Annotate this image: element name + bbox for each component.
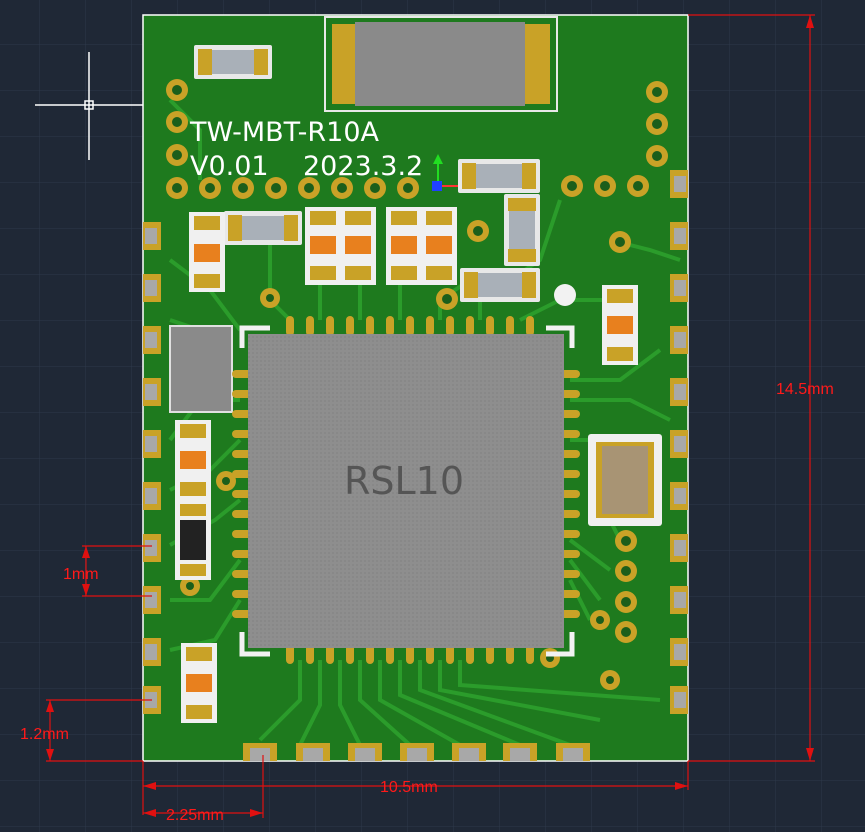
dimension-pad-offset-label: 2.25mm: [166, 807, 224, 824]
crosshair-cursor-icon: [35, 52, 143, 160]
axis-origin-icon: [432, 154, 458, 191]
board-name-label: TW-MBT-R10A: [189, 117, 380, 148]
smd-resistor-lower[interactable]: [460, 268, 540, 302]
chip-pins: [232, 316, 580, 664]
dimension-height: [688, 14, 815, 762]
dimension-edge-offset: [46, 699, 152, 762]
inductor-component[interactable]: [324, 16, 558, 112]
fiducial-mark: [554, 284, 576, 306]
dimension-edge-offset-label: 1.2mm: [20, 726, 69, 743]
dimension-height-label: 14.5mm: [776, 381, 834, 398]
smd-resistor-mid[interactable]: [224, 211, 302, 245]
capacitor-array[interactable]: [175, 207, 638, 723]
chip-corner-marks: [239, 325, 575, 657]
crystal-component[interactable]: [588, 434, 662, 526]
dimension-pitch-label: 1mm: [63, 566, 99, 583]
diode-component[interactable]: [175, 500, 211, 580]
smd-resistor-top[interactable]: [194, 45, 272, 79]
smd-resistor-vertical[interactable]: [504, 194, 540, 266]
board-version-label: V0.01: [190, 151, 269, 182]
gray-component-left[interactable]: [169, 325, 233, 413]
board-date-label: 2023.3.2: [303, 151, 423, 182]
dimension-width: [142, 761, 689, 815]
pcb-board[interactable]: RSL10 TW-MBT-R10A V0.01 2023.3.2: [142, 14, 689, 762]
dimension-width-label: 10.5mm: [380, 779, 438, 796]
rsl10-chip[interactable]: RSL10: [248, 334, 564, 648]
chip-label: RSL10: [344, 459, 464, 503]
dimension-pitch: [82, 545, 152, 597]
dimension-pad-offset: [143, 755, 264, 818]
smd-resistor-center[interactable]: [458, 159, 540, 193]
